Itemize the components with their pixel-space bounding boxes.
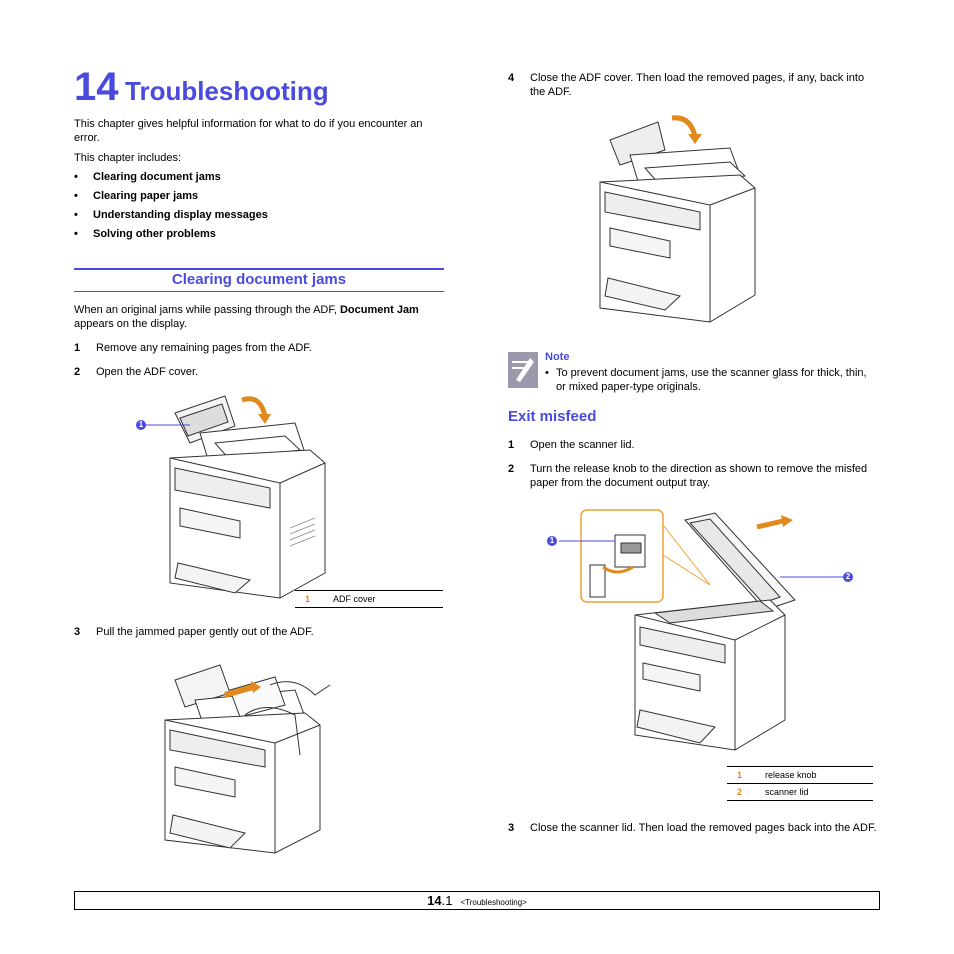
callout-1: 1 — [547, 536, 557, 546]
rotate-arrow-icon — [756, 518, 784, 530]
printer-illustration — [145, 395, 326, 599]
printer-illustration — [164, 664, 331, 854]
printer-illustration — [599, 115, 756, 323]
list-item: Solving other problems — [74, 227, 444, 246]
footer-section: <Troubleshooting> — [460, 898, 527, 907]
chapter-title: Troubleshooting — [125, 76, 329, 106]
table-row: 2 scanner lid — [727, 783, 873, 801]
figure4-caption-table: 1 release knob 2 scanner lid — [727, 766, 873, 801]
callout-1: 1 — [136, 420, 146, 430]
display-message: Document Jam — [339, 304, 419, 316]
section-rule-top — [74, 268, 444, 270]
chapter-contents-list: Clearing document jams Clearing paper ja… — [74, 170, 444, 246]
rotate-arrow-icon — [241, 396, 268, 417]
rotate-arrow-icon — [602, 565, 634, 574]
callout-2: 2 — [843, 572, 853, 582]
list-item: Understanding display messages — [74, 208, 444, 227]
list-item: Clearing document jams — [74, 170, 444, 189]
section-intro: When an original jams while passing thro… — [74, 304, 419, 330]
page-number: 14.1 — [427, 893, 453, 908]
note-text: •To prevent document jams, use the scann… — [545, 367, 867, 393]
figure1-caption-table: 1 ADF cover — [295, 590, 443, 608]
table-row: 1 release knob — [727, 766, 873, 784]
page-footer: 14.1 <Troubleshooting> — [74, 891, 880, 910]
table-row: 1 ADF cover — [295, 590, 443, 608]
pull-arrow-icon — [224, 684, 254, 698]
section-rule-bottom — [74, 291, 444, 292]
note-title: Note — [545, 351, 570, 363]
note-icon — [508, 352, 538, 388]
list-item: Clearing paper jams — [74, 189, 444, 208]
includes-label: This chapter includes: — [74, 152, 181, 164]
chapter-number: 14 — [74, 65, 119, 109]
rotate-arrow-icon — [671, 115, 698, 137]
section-heading: Clearing document jams — [171, 271, 347, 288]
printer-illustration — [559, 509, 843, 751]
intro-paragraph: This chapter gives helpful information f… — [74, 118, 423, 144]
subsection-heading: Exit misfeed — [508, 408, 597, 425]
